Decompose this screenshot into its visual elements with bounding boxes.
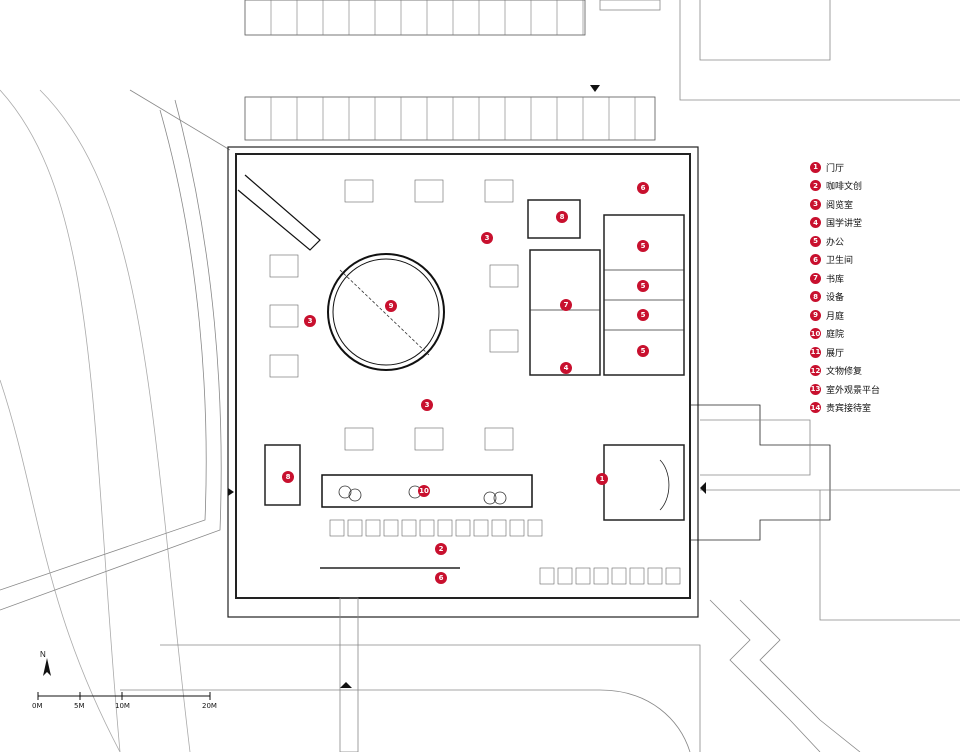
tag-7: 7 [560, 299, 572, 311]
legend-label: 门厅 [826, 163, 845, 174]
tag-8: 8 [282, 471, 294, 483]
legend-item: 13 室外观景平台 [810, 380, 950, 399]
tag-5: 5 [637, 240, 649, 252]
legend-label: 办公 [826, 237, 845, 248]
legend-label: 室外观景平台 [826, 385, 881, 396]
legend-label: 文物修复 [826, 367, 863, 378]
north-label: N [40, 650, 46, 659]
legend-number: 6 [810, 254, 821, 266]
tag-8: 8 [556, 211, 568, 223]
legend-number: 2 [810, 180, 821, 192]
legend-item: 6 卫生间 [810, 251, 950, 270]
tag-6: 6 [435, 572, 447, 584]
tag-5: 5 [637, 345, 649, 357]
legend-number: 8 [810, 291, 821, 303]
legend-label: 书库 [826, 274, 845, 285]
legend-label: 月庭 [826, 311, 845, 322]
legend-number: 14 [810, 402, 821, 414]
legend-item: 12 文物修复 [810, 362, 950, 381]
tag-9: 9 [385, 300, 397, 312]
tag-5: 5 [637, 280, 649, 292]
legend-label: 庭院 [826, 330, 845, 341]
legend-item: 9 月庭 [810, 306, 950, 325]
legend-item: 10 庭院 [810, 325, 950, 344]
tag-3: 3 [304, 315, 316, 327]
legend-number: 5 [810, 235, 821, 247]
legend-number: 13 [810, 383, 821, 395]
legend-label: 设备 [826, 293, 845, 304]
legend-item: 14 贵宾接待室 [810, 399, 950, 418]
scale-0: 0M [32, 702, 43, 710]
legend-label: 阅览室 [826, 200, 854, 211]
legend-label: 卫生间 [826, 256, 854, 267]
legend-number: 4 [810, 217, 821, 229]
legend-number: 9 [810, 309, 821, 321]
legend-label: 展厅 [826, 348, 845, 359]
scale-10: 10M [115, 702, 130, 710]
scale-20: 20M [202, 702, 217, 710]
tag-3: 3 [481, 232, 493, 244]
legend-number: 10 [810, 328, 821, 340]
legend-item: 2 咖啡文创 [810, 177, 950, 196]
tag-4: 4 [560, 362, 572, 374]
legend-number: 7 [810, 272, 821, 284]
legend-item: 11 展厅 [810, 343, 950, 362]
legend-number: 1 [810, 161, 821, 173]
legend: 1 门厅 2 咖啡文创 3 阅览室 4 国学讲堂 5 办公 6 卫生间 7 书库 8 设备 9 月庭 10 庭院 11 展… [810, 158, 950, 417]
legend-number: 11 [810, 346, 821, 358]
legend-item: 3 阅览室 [810, 195, 950, 214]
scale-5: 5M [74, 702, 85, 710]
tag-6: 6 [637, 182, 649, 194]
legend-item: 8 设备 [810, 288, 950, 307]
tag-3: 3 [421, 399, 433, 411]
legend-item: 4 国学讲堂 [810, 214, 950, 233]
tag-10: 10 [418, 485, 430, 497]
legend-item: 1 门厅 [810, 158, 950, 177]
legend-label: 贵宾接待室 [826, 404, 872, 415]
legend-number: 12 [810, 365, 821, 377]
tag-1: 1 [596, 473, 608, 485]
legend-label: 国学讲堂 [826, 219, 863, 230]
legend-item: 7 书库 [810, 269, 950, 288]
tag-2: 2 [435, 543, 447, 555]
tag-5: 5 [637, 309, 649, 321]
legend-number: 3 [810, 198, 821, 210]
legend-label: 咖啡文创 [826, 182, 863, 193]
legend-item: 5 办公 [810, 232, 950, 251]
